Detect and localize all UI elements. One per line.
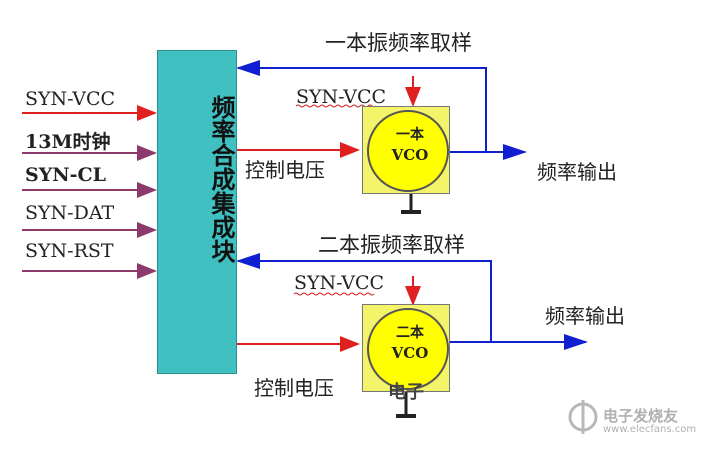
feedback-loop-1: [236, 60, 487, 152]
watermark-text: 电子发烧友: [603, 407, 679, 425]
input-label-syn-dat: SYN-DAT: [25, 202, 115, 224]
vco1-sample-label: 一本振频率取样: [325, 31, 472, 55]
input-label-syn-cl: SYN-CL: [25, 164, 107, 186]
vco2-output-label: 频率输出: [545, 304, 625, 328]
input-label-syn-vcc: SYN-VCC: [25, 88, 116, 110]
vco1: 一本 VCO: [362, 106, 450, 194]
vco2-label-top: 二本: [396, 325, 424, 341]
vco1-label-top: 一本: [396, 127, 424, 143]
block-label: 频率合成集成块: [207, 95, 235, 263]
frequency-synthesizer-block: 频率合成集成块: [157, 50, 237, 374]
vco1-label-bot: VCO: [391, 146, 429, 164]
vco1-control-label: 控制电压: [245, 158, 325, 182]
input-label-syn-rst: SYN-RST: [25, 240, 114, 262]
vco1-supply-label: SYN-VCC: [296, 86, 387, 108]
vco2-sample-label: 二本振频率取样: [318, 233, 465, 257]
feedback-loop-2: [236, 253, 492, 342]
vco2-circle: 二本 VCO: [367, 308, 449, 390]
vco1-output-label: 频率输出: [537, 160, 617, 184]
overlap-watermark-text: 电子: [388, 382, 424, 403]
vco1-circle: 一本 VCO: [367, 110, 449, 192]
vco2-control-label: 控制电压: [254, 376, 334, 400]
input-label-13m: 13M时钟: [25, 131, 111, 153]
vco2-supply-label: SYN-VCC: [294, 272, 385, 294]
vco2-label-bot: VCO: [391, 344, 429, 362]
watermark-url: www.elecfans.com: [603, 424, 697, 435]
elecfans-logo-icon: [568, 400, 598, 434]
vco2: 二本 VCO: [362, 304, 450, 392]
